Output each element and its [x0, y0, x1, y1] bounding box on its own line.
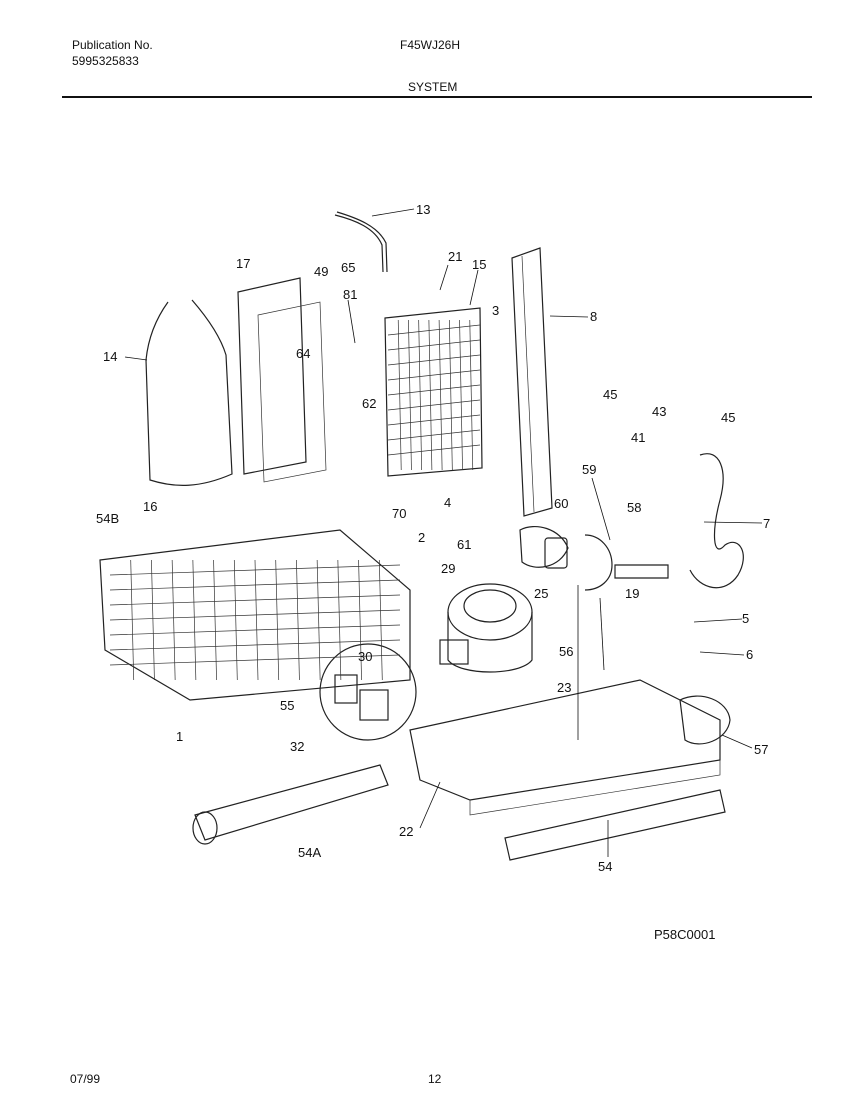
callout-5: 5	[742, 611, 749, 626]
callout-57: 57	[754, 742, 768, 757]
callout-2: 2	[418, 530, 425, 545]
callout-32: 32	[290, 739, 304, 754]
header-rule	[62, 96, 812, 98]
callout-61: 61	[457, 537, 471, 552]
callout-62: 62	[362, 396, 376, 411]
callout-45: 45	[603, 387, 617, 402]
callout-65: 65	[341, 260, 355, 275]
callout-29: 29	[441, 561, 455, 576]
leader-lines	[124, 208, 763, 857]
callout-30: 30	[358, 649, 372, 664]
publication-label: Publication No.	[72, 38, 153, 52]
evap-fan-motor	[519, 526, 569, 569]
callout-21: 21	[448, 249, 462, 264]
base-grille	[192, 764, 389, 845]
callout-49: 49	[314, 264, 328, 279]
callout-14: 14	[103, 349, 117, 364]
callout-22: 22	[399, 824, 413, 839]
callout-81: 81	[343, 287, 357, 302]
callout-41: 41	[631, 430, 645, 445]
callout-1: 1	[176, 729, 183, 744]
condenser-coil	[99, 529, 411, 701]
callout-6: 6	[746, 647, 753, 662]
compressor	[439, 583, 533, 673]
callout-16: 16	[143, 499, 157, 514]
power-cord	[689, 453, 744, 589]
callout-55: 55	[280, 698, 294, 713]
callout-59: 59	[582, 462, 596, 477]
capillary-tube	[334, 211, 388, 273]
callout-56: 56	[559, 644, 573, 659]
callout-23: 23	[557, 680, 571, 695]
drain-pan	[679, 695, 731, 745]
page-number: 12	[428, 1072, 442, 1086]
callout-13: 13	[416, 202, 430, 217]
callout-43: 43	[652, 404, 666, 419]
footer-date: 07/99	[70, 1072, 101, 1086]
callout-19: 19	[625, 586, 639, 601]
side-channel	[511, 247, 553, 517]
front-rail	[504, 789, 726, 861]
callout-7: 7	[763, 516, 770, 531]
callout-4: 4	[444, 495, 451, 510]
callout-3: 3	[492, 303, 499, 318]
callout-58: 58	[627, 500, 641, 515]
model-number: F45WJ26H	[400, 38, 461, 52]
callout-60: 60	[554, 496, 568, 511]
section-title: SYSTEM	[408, 80, 458, 94]
callout-54: 54	[598, 859, 612, 874]
callout-70: 70	[392, 506, 406, 521]
callout-64: 64	[296, 346, 310, 361]
evaporator-coil	[384, 307, 483, 477]
relay-overload-detail	[319, 643, 417, 741]
heater-loop	[145, 299, 233, 486]
callout-15: 15	[472, 257, 486, 272]
machine-compartment-base	[409, 679, 721, 816]
evaporator-cover-panel	[237, 277, 327, 483]
callout-45: 45	[721, 410, 735, 425]
callout-8: 8	[590, 309, 597, 324]
callout-17: 17	[236, 256, 250, 271]
callout-54b: 54B	[96, 511, 119, 526]
diagram-code: P58C0001	[654, 927, 716, 942]
callout-54a: 54A	[298, 845, 321, 860]
fan-shroud	[584, 534, 669, 591]
callout-25: 25	[534, 586, 548, 601]
publication-number: 5995325833	[72, 54, 139, 68]
